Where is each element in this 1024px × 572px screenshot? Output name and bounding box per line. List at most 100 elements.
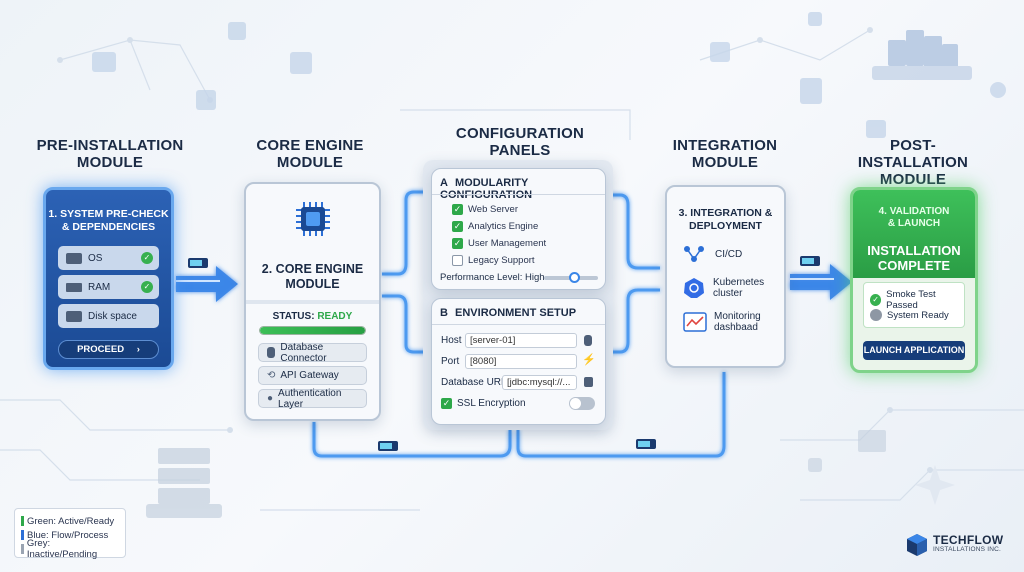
core-status: STATUS: READY: [246, 311, 379, 322]
status-label: STATUS:: [272, 311, 315, 322]
core-card-title-line1: 2. CORE ENGINE: [261, 262, 364, 276]
legend-label: Green: Active/Ready: [27, 515, 115, 527]
post-card-title-line1: 4. VALIDATION: [878, 206, 950, 217]
core-item-label: Database Connector: [280, 341, 327, 364]
pre-card-title-line2: & DEPENDENCIES: [61, 221, 156, 233]
plug-icon: ⚡: [582, 354, 596, 366]
pre-module-title: PRE-INSTALLATION MODULE: [30, 137, 190, 171]
precheck-disk-label: Disk space: [88, 310, 137, 322]
precheck-os-item: OS ✓: [58, 246, 159, 270]
checkbox-checked-icon[interactable]: ✓: [452, 238, 463, 249]
environment-setup-panel: B ENVIRONMENT SETUP Host [server-01] Por…: [431, 298, 606, 425]
pre-title-line1: PRE-INSTALLATION: [36, 137, 184, 154]
integration-item-cicd: CI/CD: [683, 245, 742, 263]
pre-card-title-line1: 1. SYSTEM PRE-CHECK: [48, 208, 169, 220]
divider: [432, 194, 605, 195]
option-label: User Management: [468, 238, 547, 249]
brand-text: TECHFLOW INSTALLATIONS INC.: [933, 534, 1003, 555]
option-user-management[interactable]: ✓ User Management: [452, 235, 546, 252]
port-input[interactable]: [8080]: [465, 354, 577, 369]
option-label: Legacy Support: [468, 255, 535, 266]
os-icon: [66, 252, 82, 264]
brand-logo: TECHFLOW INSTALLATIONS INC.: [906, 533, 1003, 557]
check-circle-icon: ✓: [141, 252, 153, 264]
panel-letter-a: A: [440, 177, 448, 189]
pending-circle-icon: [870, 309, 882, 321]
precheck-ram-item: RAM ✓: [58, 275, 159, 299]
ssl-toggle[interactable]: [569, 397, 595, 410]
slider-handle[interactable]: [568, 272, 580, 283]
integration-item-label: Kubernetes cluster: [713, 277, 764, 299]
core-item-auth: ● Authentication Layer: [258, 387, 367, 410]
disk-icon: [66, 310, 82, 322]
legend-swatch: [21, 544, 24, 554]
integration-item-line2: dashbaad: [714, 322, 758, 333]
ssl-label: SSL Encryption: [457, 398, 526, 409]
legend: Green: Active/Ready Blue: Flow/Process G…: [14, 508, 126, 560]
integration-item-line2: cluster: [713, 288, 743, 299]
integration-title-line1: INTEGRATION: [672, 137, 778, 154]
core-card-title: 2. CORE ENGINE MODULE: [246, 262, 379, 292]
performance-slider[interactable]: [544, 272, 598, 283]
precheck-os-label: OS: [88, 252, 103, 264]
core-card-title-line2: MODULE: [285, 277, 340, 291]
option-analytics-engine[interactable]: ✓ Analytics Engine: [452, 218, 546, 235]
post-module-title: POST-INSTALLATION MODULE: [838, 137, 988, 188]
cpu-chip-icon: [294, 200, 332, 238]
pre-title-line2: MODULE: [76, 154, 144, 171]
integration-module-title: INTEGRATION MODULE: [650, 137, 800, 171]
host-input[interactable]: [server-01]: [465, 333, 577, 348]
integration-card-title-line2: DEPLOYMENT: [689, 220, 762, 232]
cube-logo-icon: [907, 534, 927, 556]
database-icon: [584, 335, 592, 346]
integration-card-title-line1: 3. INTEGRATION &: [678, 207, 773, 219]
config-module-title: CONFIGURATION PANELS: [440, 125, 600, 159]
integration-card-title: 3. INTEGRATION & DEPLOYMENT: [667, 207, 784, 233]
proceed-button[interactable]: PROCEED ›: [58, 340, 159, 359]
core-item-api: ⟲ API Gateway: [258, 366, 367, 385]
config-title-line1: CONFIGURATION: [455, 125, 585, 142]
check-circle-icon: ✓: [870, 294, 882, 306]
monitoring-chart-icon: [683, 312, 707, 332]
chevron-right-icon: ›: [136, 344, 140, 355]
core-item-label: Authentication Layer: [278, 387, 342, 410]
database-url-input[interactable]: [jdbc:mysql://...: [502, 375, 577, 390]
precheck-ram-label: RAM: [88, 281, 111, 293]
checkbox-checked-icon[interactable]: ✓: [441, 398, 452, 409]
validation-checks: ✓ Smoke Test Passed System Ready: [863, 282, 965, 328]
integration-item-monitoring: Monitoring dashbaad: [683, 311, 761, 333]
option-legacy-support[interactable]: Legacy Support: [452, 252, 546, 269]
status-value: READY: [317, 311, 353, 322]
system-ready-row: System Ready: [870, 309, 949, 321]
core-title-line1: CORE ENGINE: [256, 137, 364, 154]
checkbox-checked-icon[interactable]: ✓: [452, 204, 463, 215]
post-card-title: 4. VALIDATION & LAUNCH: [853, 206, 975, 230]
installation-complete-text: INSTALLATION COMPLETE: [853, 243, 975, 273]
ssl-encryption-row: ✓ SSL Encryption: [441, 398, 526, 409]
checkbox-checked-icon[interactable]: ✓: [452, 221, 463, 232]
option-web-server[interactable]: ✓Web Server: [452, 201, 546, 218]
brand-sub: INSTALLATIONS INC.: [933, 546, 1002, 553]
post-card-header: [853, 190, 975, 278]
divider: [246, 300, 379, 304]
toggle-knob[interactable]: [570, 398, 581, 409]
core-item-label: API Gateway: [280, 370, 339, 381]
kubernetes-icon: [684, 278, 704, 298]
pre-card-title: 1. SYSTEM PRE-CHECK & DEPENDENCIES: [46, 208, 171, 234]
legend-label: Grey: Inactive/Pending: [26, 538, 98, 560]
api-gateway-icon: ⟲: [267, 370, 276, 381]
checkbox-unchecked-icon[interactable]: [452, 255, 463, 266]
option-label: Analytics Engine: [468, 221, 539, 232]
integration-item-line1: Monitoring: [714, 311, 761, 322]
core-module-title: CORE ENGINE MODULE: [240, 137, 380, 171]
system-ready-label: System Ready: [887, 309, 949, 321]
proceed-button-label: PROCEED: [77, 344, 125, 355]
modularity-config-panel: A MODULARITY CONFIGURATION ✓Web Server ✓…: [431, 168, 606, 290]
integration-item-label: CI/CD: [715, 248, 743, 260]
check-circle-icon: ✓: [141, 281, 153, 293]
launch-application-button[interactable]: LAUNCH APPLICATION: [863, 341, 965, 360]
environment-title: ENVIRONMENT SETUP: [455, 307, 577, 319]
legend-item-blue: Blue: Flow/Process: [21, 528, 119, 542]
